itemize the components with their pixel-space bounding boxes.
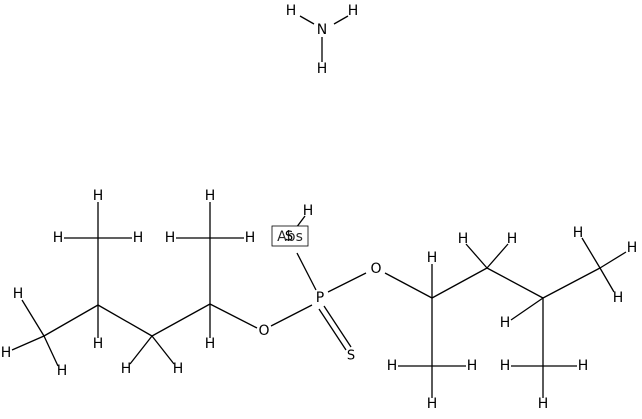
bond [318, 308, 347, 351]
bond [43, 304, 99, 337]
atom-label-h: H [57, 363, 68, 379]
atom-label-h: H [427, 250, 438, 266]
bond [296, 252, 317, 291]
atom-label-h: H [507, 231, 518, 247]
atom-label-h: H [613, 290, 624, 306]
bond [431, 267, 488, 299]
atom-label-h: H [245, 230, 256, 246]
atom-label-h: H [133, 230, 144, 246]
bond [151, 335, 175, 365]
bond [327, 272, 367, 293]
bond [542, 267, 601, 299]
atom-label-ammonia-h: H [286, 3, 297, 19]
atom-label-h: H [467, 358, 478, 374]
bond [97, 304, 153, 337]
bond [129, 335, 153, 365]
atom-label-s: S [285, 230, 293, 245]
abs-stereo-box [271, 225, 309, 247]
bond [323, 305, 352, 348]
bond [384, 272, 433, 299]
bonds [11, 15, 627, 398]
bond [21, 299, 45, 337]
atom-label-h: H [500, 358, 511, 374]
atom-label-h: H [627, 240, 638, 256]
atom-label-h: H [458, 231, 469, 247]
atom-label-h: H [573, 225, 584, 241]
bond [43, 335, 59, 367]
atom-label-h: H [303, 203, 314, 219]
atom-label-p: P [316, 290, 324, 306]
atom-label-s: S [347, 349, 355, 364]
bond [151, 303, 211, 337]
bond [486, 243, 509, 269]
atom-label-o: O [258, 323, 269, 339]
atom-label-h: H [538, 396, 549, 412]
atom-label-h: H [93, 188, 104, 204]
bond [599, 251, 627, 269]
atom-label-h: H [387, 358, 398, 374]
atom-label-h: H [205, 188, 216, 204]
bond [581, 237, 601, 269]
bond [465, 243, 488, 269]
abs-stereo-label: Abs [277, 229, 303, 245]
bond [599, 267, 615, 293]
atom-label-ammonia-h: H [317, 61, 328, 77]
atom-labels: H H N H H H H H H H H H H H H H H O P O … [1, 3, 382, 379]
atom-label-h: H [93, 336, 104, 352]
bond [270, 304, 313, 327]
abs-sulfur-group: S Abs [271, 225, 309, 247]
atom-label-h: H [121, 361, 132, 377]
atom-label-h: H [427, 396, 438, 412]
atom-label-h: H [165, 230, 176, 246]
atom-label-ammonia-n: N [317, 22, 327, 38]
atom-label-h: H [500, 315, 511, 331]
bond [209, 303, 258, 329]
atom-labels-right: H H H H H H H H H H H H H [387, 225, 638, 412]
bond [486, 267, 544, 299]
bond [510, 297, 544, 321]
bond [11, 335, 45, 351]
atom-label-h: H [205, 336, 216, 352]
atom-label-ammonia-h: H [348, 3, 359, 19]
atom-label-h: H [13, 286, 24, 302]
atom-label-h: H [53, 230, 64, 246]
bond [299, 15, 315, 25]
atom-label-o: O [370, 261, 381, 277]
bond [333, 15, 349, 25]
atom-label-h: H [173, 361, 184, 377]
atom-label-h: H [578, 358, 589, 374]
atom-label-h: H [1, 345, 12, 361]
